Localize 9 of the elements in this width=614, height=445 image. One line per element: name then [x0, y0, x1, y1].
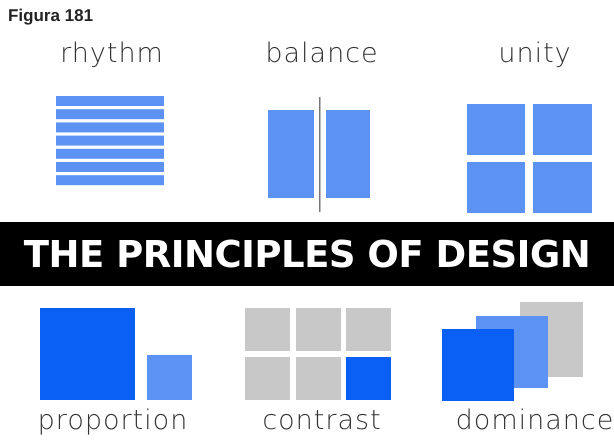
principle-label: proportion [38, 405, 188, 436]
principle-label: unity [498, 38, 572, 69]
figure-title: Figura 181 [8, 6, 94, 26]
principle-label: contrast [262, 405, 382, 436]
principle-label: rhythm [60, 38, 164, 69]
banner-heading: THE PRINCIPLES OF DESIGN [24, 232, 590, 276]
principle-label: dominance [456, 405, 614, 436]
title-banner [0, 222, 614, 286]
principle-label: balance [265, 38, 379, 69]
